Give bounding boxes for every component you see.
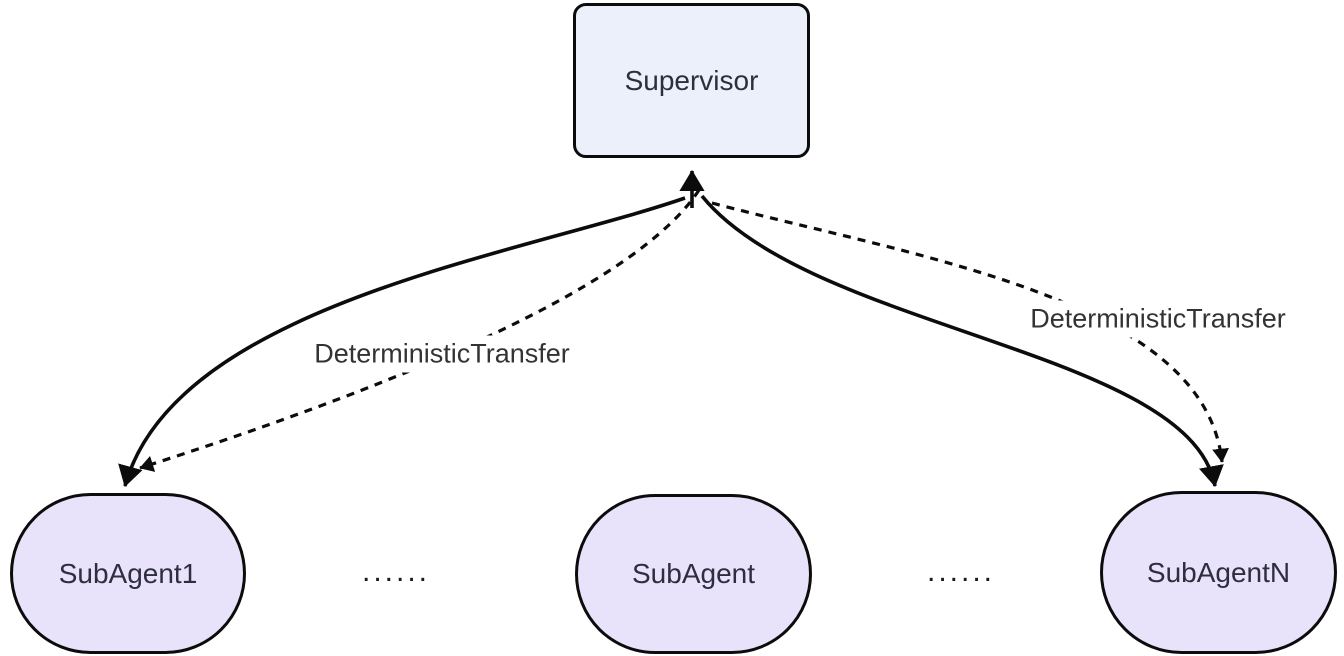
edge-supervisor-to-subagentn-solid — [700, 194, 1224, 488]
subagentn-node: SubAgentN — [1100, 491, 1337, 654]
supervisor-node-label: Supervisor — [624, 64, 759, 96]
edge-deterministic-transfer-right-dashed — [711, 201, 1229, 463]
edge-label-deterministic-transfer-right: DeterministicTransfer — [1022, 300, 1294, 338]
subagent1-node: SubAgent1 — [10, 493, 246, 654]
edge-subagent1-to-supervisor-solid — [118, 196, 686, 488]
subagent1-node-label: SubAgent1 — [58, 557, 198, 589]
edge-label-deterministic-transfer-left: DeterministicTransfer — [306, 335, 578, 373]
supervisor-node: Supervisor — [573, 3, 810, 158]
edge-deterministic-transfer-left-dashed — [139, 189, 701, 472]
subagent-node: SubAgent — [575, 494, 812, 654]
ellipsis-right: ...... — [926, 555, 996, 588]
subagent-node-label: SubAgent — [632, 558, 755, 589]
subagentn-node-label: SubAgentN — [1146, 556, 1291, 588]
ellipsis-left: ...... — [361, 555, 431, 588]
